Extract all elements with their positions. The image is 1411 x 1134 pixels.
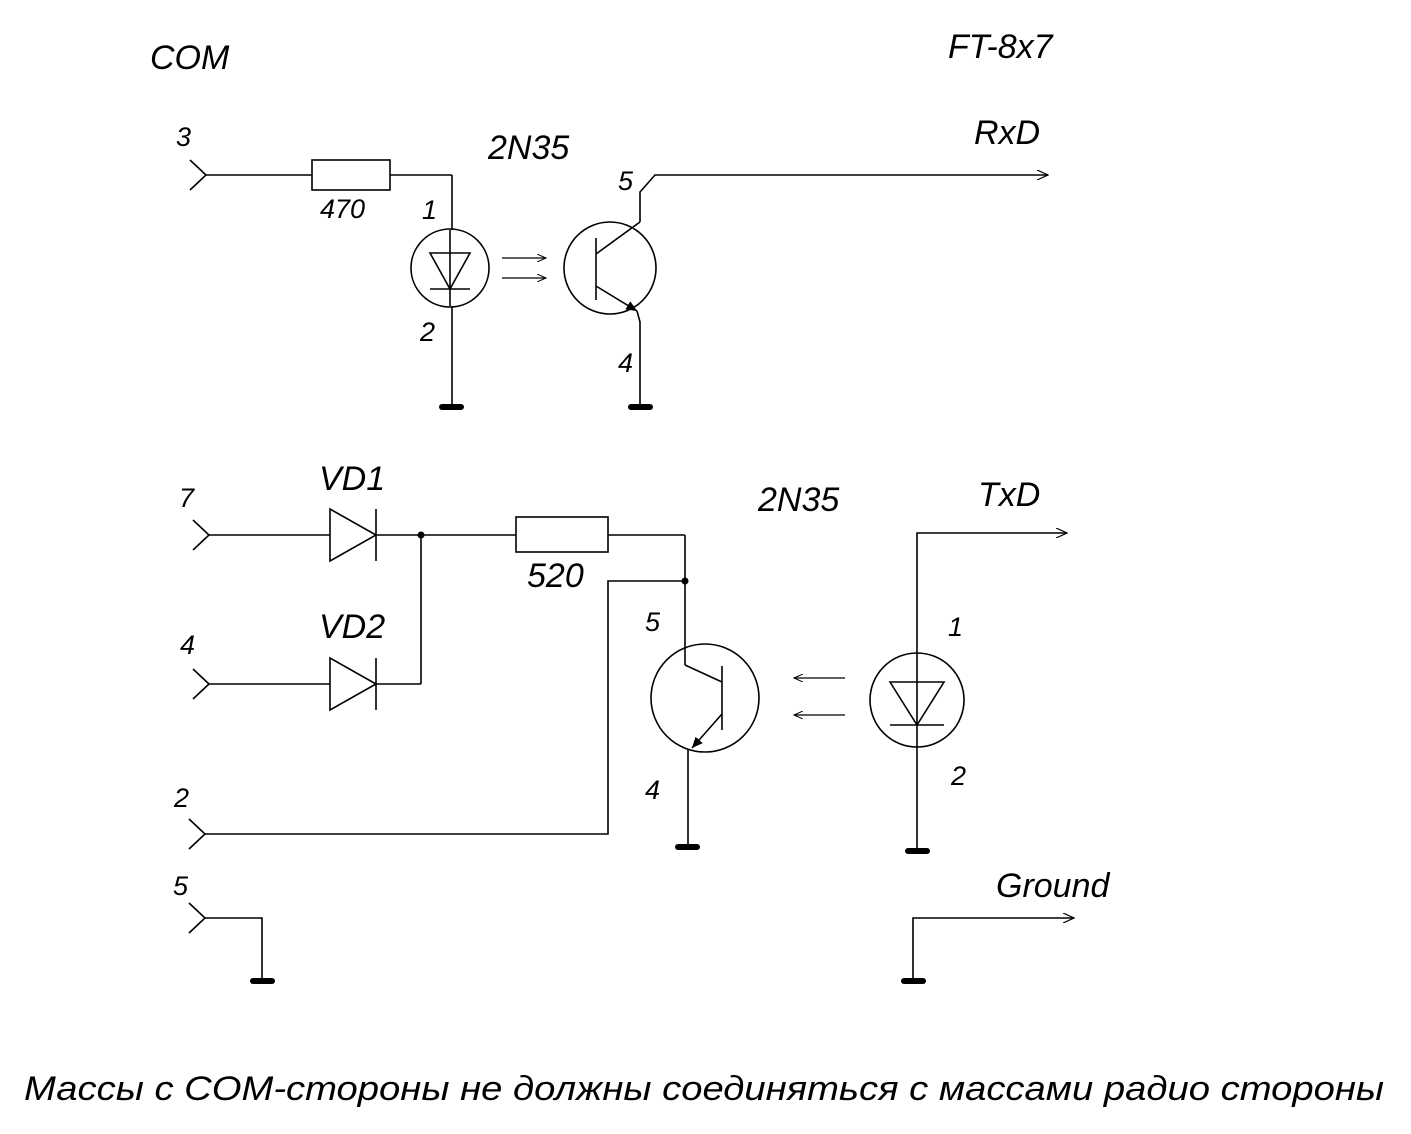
transistor-top-pin-4-label: 4: [618, 348, 633, 378]
com-pin-5-connector-icon: [188, 902, 207, 934]
diode-vd1-label: VD1: [319, 460, 385, 498]
diode-vd2-icon: [329, 656, 378, 712]
led-top-pin-1-label: 1: [422, 195, 437, 225]
com-pin-7-label: 7: [179, 483, 195, 513]
led-icon-top: [410, 228, 490, 308]
resistor-520: [515, 516, 609, 553]
transistor-bottom-pin-4-label: 4: [645, 775, 660, 805]
radio-ground-line: [912, 918, 1074, 979]
resistor-470: [311, 159, 391, 191]
com-pin-4-label: 4: [180, 630, 195, 660]
phototransistor-icon-bottom: [650, 643, 760, 753]
com-pin-7-connector-icon: [192, 519, 211, 551]
txd-label: TxD: [978, 476, 1040, 514]
com-pin-2-connector-icon: [188, 818, 207, 850]
com-side-label: COM: [150, 39, 230, 77]
com-pin-3-connector-icon: [189, 159, 208, 191]
optocoupler-bottom-label: 2N35: [757, 481, 839, 519]
com-pin-4-connector-icon: [192, 668, 211, 700]
phototransistor-icon-top: [563, 221, 657, 315]
rxd-line: [639, 175, 1048, 222]
diode-vd1-icon: [329, 507, 378, 563]
optocoupler-top-label: 2N35: [487, 129, 569, 167]
diode-vd2-label: VD2: [319, 608, 385, 646]
rxd-label: RxD: [974, 114, 1040, 152]
transistor-top-pin-5-label: 5: [618, 166, 634, 196]
com-pin-2-label: 2: [173, 783, 189, 813]
note-text: Массы с COM-стороны не должны соединятьс…: [24, 1070, 1384, 1108]
transistor-bottom-pin-5-label: 5: [645, 607, 661, 637]
com-pin-5-label: 5: [173, 871, 189, 901]
wire: [205, 917, 263, 979]
ground-label: Ground: [996, 867, 1110, 905]
led-icon-bottom: [869, 652, 965, 748]
led-bottom-pin-1-label: 1: [948, 612, 963, 642]
led-bottom-pin-2-label: 2: [950, 761, 966, 791]
com-pin-3-label: 3: [176, 122, 191, 152]
radio-side-label: FT-8x7: [948, 28, 1054, 66]
resistor-520-label: 520: [527, 557, 584, 595]
wire-to-pin-2: [205, 580, 685, 835]
txd-line: [916, 533, 1067, 653]
resistor-470-label: 470: [320, 194, 365, 224]
led-top-pin-2-label: 2: [419, 317, 435, 347]
wire: [636, 310, 641, 405]
